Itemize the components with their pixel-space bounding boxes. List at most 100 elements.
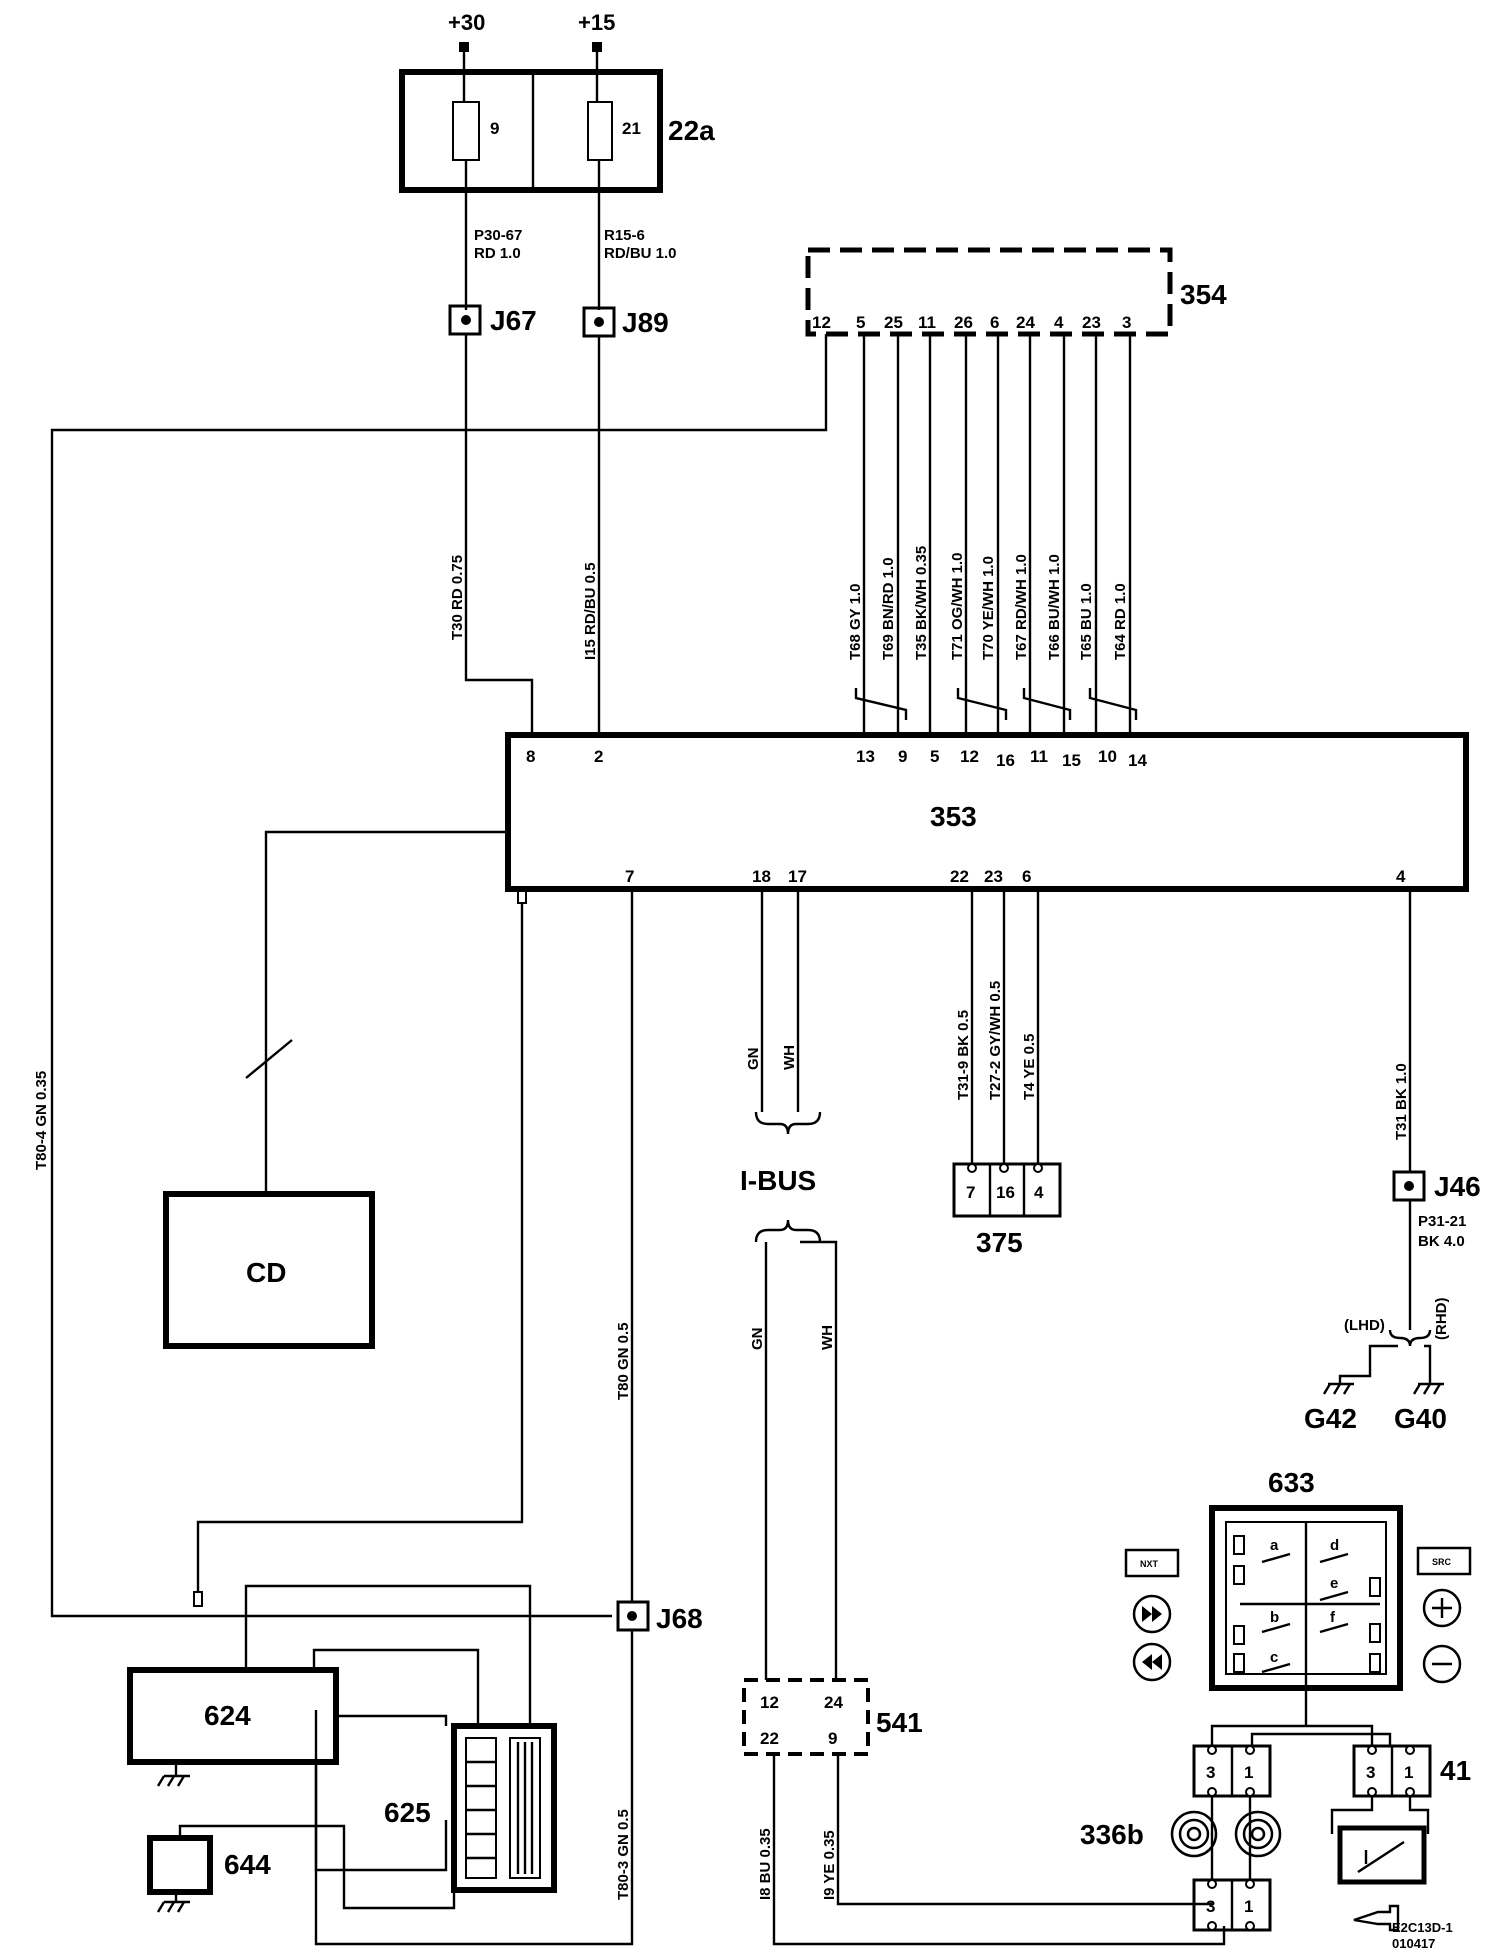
ground-rhd-label: (RHD) (1433, 1298, 1450, 1341)
supply-30-label: +30 (448, 10, 485, 35)
wire-label-p31-bk: BK 4.0 (1418, 1233, 1465, 1250)
junction-j89-label: J89 (622, 307, 669, 338)
pin-353-8: 8 (526, 747, 535, 766)
pin-354-23: 23 (1082, 313, 1101, 332)
switch-633-contact-labels: a b c d e f (1270, 1537, 1339, 1666)
ibus-label: I-BUS (740, 1165, 816, 1196)
pin-353-15: 15 (1062, 751, 1081, 770)
wire-label-p30-rd: RD 1.0 (474, 245, 521, 262)
pin-353-14: 14 (1128, 751, 1147, 770)
wire-644 (178, 1824, 456, 1910)
wire-label-t80-4: T80-4 GN 0.35 (33, 1071, 50, 1170)
terminal-15 (592, 42, 602, 52)
contact-f: f (1330, 1609, 1336, 1626)
component-644-box (147, 1835, 213, 1895)
ground-g40-symbol (1412, 1382, 1444, 1395)
relay-pin-1: 1 (1404, 1763, 1413, 1782)
pin-353-2: 2 (594, 747, 603, 766)
wire-label-r15-6: R15-6 (604, 227, 645, 244)
contact-c: c (1270, 1649, 1278, 1666)
connector-541-label: 541 (876, 1707, 923, 1738)
wire-label-p30-67: P30-67 (474, 227, 522, 244)
wire-label-t70: T70 YE/WH 1.0 (980, 556, 997, 660)
module-354-label: 354 (1180, 279, 1227, 310)
wire-label-wh-top: WH (781, 1045, 798, 1070)
harness-354-353 (854, 334, 1138, 735)
pin-375-4: 4 (1034, 1183, 1044, 1202)
wire-label-t64: T64 RD 1.0 (1112, 583, 1129, 660)
horn-336b-connector-bottom (1192, 1878, 1272, 1932)
pin-541-12: 12 (760, 1693, 779, 1712)
contact-a: a (1270, 1537, 1279, 1554)
wire-label-wh-bottom: WH (819, 1325, 836, 1350)
wire-label-t67: T67 RD/WH 1.0 (1013, 554, 1030, 660)
wire-label-t80: T80 GN 0.5 (615, 1322, 632, 1400)
pin-353-5: 5 (930, 747, 939, 766)
connector-541-box (742, 1678, 870, 1756)
wire-relay-b (1408, 1796, 1430, 1834)
wire-label-t30: T30 RD 0.75 (449, 555, 466, 640)
wire-label-gn-top: GN (745, 1048, 762, 1071)
wire-shield (196, 903, 524, 1592)
wire-624-625c (336, 1714, 448, 1726)
component-625-label: 625 (384, 1797, 431, 1828)
contact-e: e (1330, 1575, 1338, 1592)
pin-353-10: 10 (1098, 747, 1117, 766)
module-353-top-pins: 8 2 13 9 5 12 16 11 15 10 14 (526, 747, 1147, 770)
ground-option-brace (1388, 1329, 1432, 1347)
wire-t80-4 (50, 334, 828, 1618)
wire-label-t31: T31 BK 1.0 (1393, 1063, 1410, 1140)
wire-ground-rhd (1424, 1344, 1432, 1384)
pin-353-9: 9 (898, 747, 907, 766)
ground-644 (156, 1892, 190, 1913)
src-button (1416, 1546, 1472, 1576)
pin-354-11: 11 (918, 313, 936, 332)
ibus-brace-top (754, 1111, 822, 1135)
wire-label-t71: T71 OG/WH 1.0 (949, 552, 966, 660)
wire-label-t35: T35 BK/WH 0.35 (913, 546, 930, 660)
module-353-label: 353 (930, 801, 977, 832)
contact-d: d (1330, 1537, 1339, 1554)
wire-624-625a (244, 1584, 532, 1726)
wire-label-t68: T68 GY 1.0 (847, 584, 864, 660)
ibus-brace-bottom (754, 1219, 822, 1243)
pin-354-24: 24 (1016, 313, 1035, 332)
ground-lhd-label: (LHD) (1344, 1317, 1385, 1334)
fuse-21-label: 21 (622, 119, 641, 138)
rewind-icon (1132, 1642, 1172, 1682)
wire-label-t31-9: T31-9 BK 0.5 (955, 1010, 972, 1100)
relay-pin-3: 3 (1366, 1763, 1375, 1782)
wire-633-a (1210, 1724, 1374, 1746)
relay-41-label: 41 (1440, 1755, 1471, 1786)
wire-633-b (1250, 1732, 1392, 1746)
fusebox-22a (399, 69, 663, 193)
horn-bottom-pin-3: 3 (1206, 1897, 1215, 1916)
junction-j67-label: J67 (490, 305, 537, 336)
connector-375-box (952, 1162, 1062, 1218)
junction-j46-label: J46 (1434, 1171, 1481, 1202)
switch-633-label: 633 (1268, 1467, 1315, 1498)
pin-541-24: 24 (824, 1693, 843, 1712)
relay-41-connector (1352, 1744, 1432, 1798)
ground-g42-symbol (1322, 1382, 1354, 1395)
pin-353-11: 11 (1030, 747, 1048, 766)
ground-624 (156, 1762, 190, 1787)
cd-multiwire-mark (245, 1039, 293, 1079)
component-644-label: 644 (224, 1849, 271, 1880)
horn-top-pin-1: 1 (1244, 1763, 1253, 1782)
connector-375-label: 375 (976, 1227, 1023, 1258)
wire-label-i9: I9 YE 0.35 (821, 1830, 838, 1900)
pin-354-25: 25 (884, 313, 903, 332)
pin-353-18: 18 (752, 867, 771, 886)
horn-336b-label: 336b (1080, 1819, 1144, 1850)
pin-541-9: 9 (828, 1729, 837, 1748)
fuse-9-label: 9 (490, 119, 499, 138)
pin-353-16: 16 (996, 751, 1015, 770)
cd-label: CD (246, 1257, 286, 1288)
junction-j68-label: J68 (656, 1603, 703, 1634)
wire-624-625b (312, 1648, 480, 1726)
pin-354-26: 26 (954, 313, 973, 332)
diagram-code: E2C13D-1 (1392, 1920, 1453, 1935)
junction-j89-dot (594, 317, 604, 327)
